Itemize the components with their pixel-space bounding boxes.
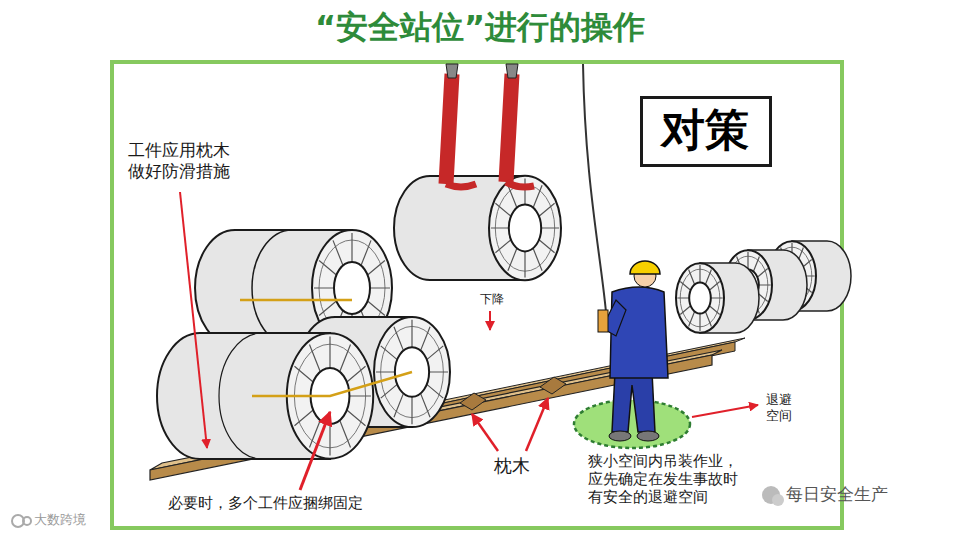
watermark-icon	[772, 494, 784, 506]
watermark-icon	[23, 517, 31, 525]
callout-note: 退避 空间	[766, 392, 796, 425]
motion-label: 下降	[480, 292, 504, 307]
sleeper-beam	[460, 393, 486, 410]
worker-figure	[598, 310, 608, 332]
callout-note: 狭小空间内吊装作业， 应先确定在发生事故时 有安全的退避空间	[588, 452, 742, 506]
leader-arrows	[526, 398, 548, 451]
page-title: “安全站位”进行的操作	[0, 6, 960, 50]
hanging-coil	[394, 64, 561, 280]
title-box: 对策	[640, 96, 772, 167]
stacked-coils	[252, 230, 292, 346]
hanging-coil	[446, 64, 518, 78]
background-coils	[676, 241, 851, 333]
leader-arrows	[692, 405, 758, 417]
panel-border	[112, 62, 842, 528]
callout-note: 工件应用枕木 做好防滑措施	[128, 140, 240, 183]
worker-figure	[637, 431, 659, 441]
node-text: 对策	[661, 105, 751, 156]
background-coils	[676, 263, 724, 333]
hanging-coil	[446, 74, 512, 184]
callout-note: 必要时，多个工件应捆绑固定	[168, 494, 363, 513]
watermark: 每日安全生产	[786, 484, 888, 505]
watermark: 大数跨境	[34, 512, 86, 528]
part-name: 枕木	[494, 455, 530, 478]
leader-arrows	[180, 192, 758, 490]
pendant-cable	[583, 64, 606, 312]
leader-arrows	[300, 412, 330, 490]
hanging-coil	[446, 182, 534, 187]
leader-arrows	[472, 414, 498, 451]
worker-figure	[630, 261, 660, 274]
pendant-cable	[583, 64, 606, 312]
worker-figure	[610, 287, 668, 378]
leader-arrows	[489, 311, 491, 330]
worker-figure	[574, 400, 690, 448]
sleeper-beam	[540, 377, 566, 394]
worker-figure	[609, 431, 631, 441]
hanging-coil	[489, 176, 561, 280]
worker-figure	[612, 372, 655, 432]
stacked-coils	[240, 300, 412, 396]
worker-figure	[574, 261, 690, 448]
leader-arrows	[180, 192, 207, 448]
